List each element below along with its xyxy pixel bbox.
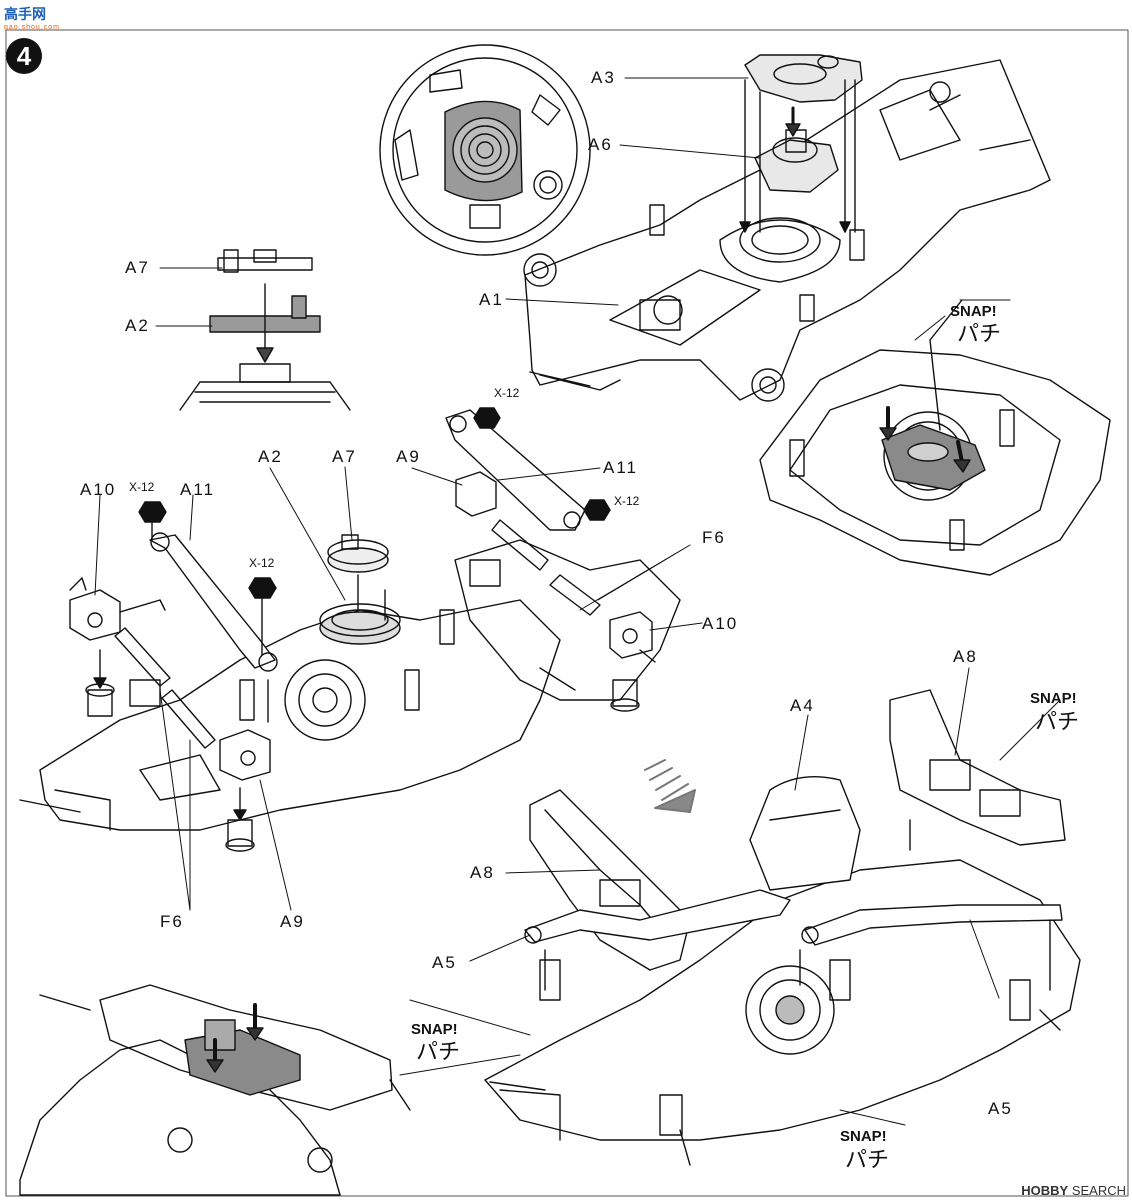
bearing-detail-view: [379, 44, 591, 256]
label-a3: A3: [591, 68, 616, 87]
label-a11-right: A11: [603, 458, 638, 477]
label-a1: A1: [479, 290, 504, 309]
label-a6: A6: [588, 135, 613, 154]
snap-label-4: SNAP!: [840, 1128, 887, 1145]
chassis-top-assembly: [523, 54, 1051, 402]
watermark-hobbysearch: HOBBY SEARCH: [1021, 1183, 1126, 1198]
label-x12-middle: X-12: [249, 556, 275, 570]
label-a9-bottom: A9: [280, 912, 305, 931]
label-f6-right: F6: [702, 528, 726, 547]
label-a10-left: A10: [80, 480, 117, 499]
label-x12-left: X-12: [129, 480, 155, 494]
snap-jp-1: パチ: [957, 322, 1002, 347]
label-a8-top: A8: [953, 647, 978, 666]
snap-label-1: SNAP!: [950, 303, 997, 320]
label-a5-left: A5: [432, 953, 457, 972]
gear-side-detail: [179, 249, 351, 411]
label-a11-left: A11: [180, 480, 215, 499]
label-a7-detail: A7: [125, 258, 150, 277]
chassis-final-assembly: [484, 689, 1081, 1166]
snap-jp-2: パチ: [1035, 710, 1080, 735]
snap-label-2: SNAP!: [1030, 690, 1077, 707]
label-a5-right: A5: [988, 1099, 1013, 1118]
linkage-upper-assembly: [445, 407, 681, 712]
label-x12-right: X-12: [614, 494, 640, 508]
label-a9-top: A9: [396, 447, 421, 466]
snap-jp-3: パチ: [416, 1040, 461, 1065]
label-a2: A2: [258, 447, 283, 466]
snap-detail-view: [759, 299, 1111, 576]
snap-label-3: SNAP!: [411, 1021, 458, 1038]
process-arrow: [644, 759, 696, 813]
label-a8-left: A8: [470, 863, 495, 882]
label-x12-top: X-12: [494, 386, 520, 400]
label-a2-detail: A2: [125, 316, 150, 335]
leader-lines: [94, 77, 1061, 1126]
label-a4: A4: [790, 696, 815, 715]
label-f6-left: F6: [160, 912, 184, 931]
label-a10-right: A10: [702, 614, 739, 633]
step-number-badge: 4: [6, 38, 42, 74]
label-a7: A7: [332, 447, 357, 466]
chassis-middle-assembly: [19, 501, 561, 852]
snap-jp-4: パチ: [845, 1148, 890, 1173]
snap-detail-bottom: [19, 984, 411, 1196]
